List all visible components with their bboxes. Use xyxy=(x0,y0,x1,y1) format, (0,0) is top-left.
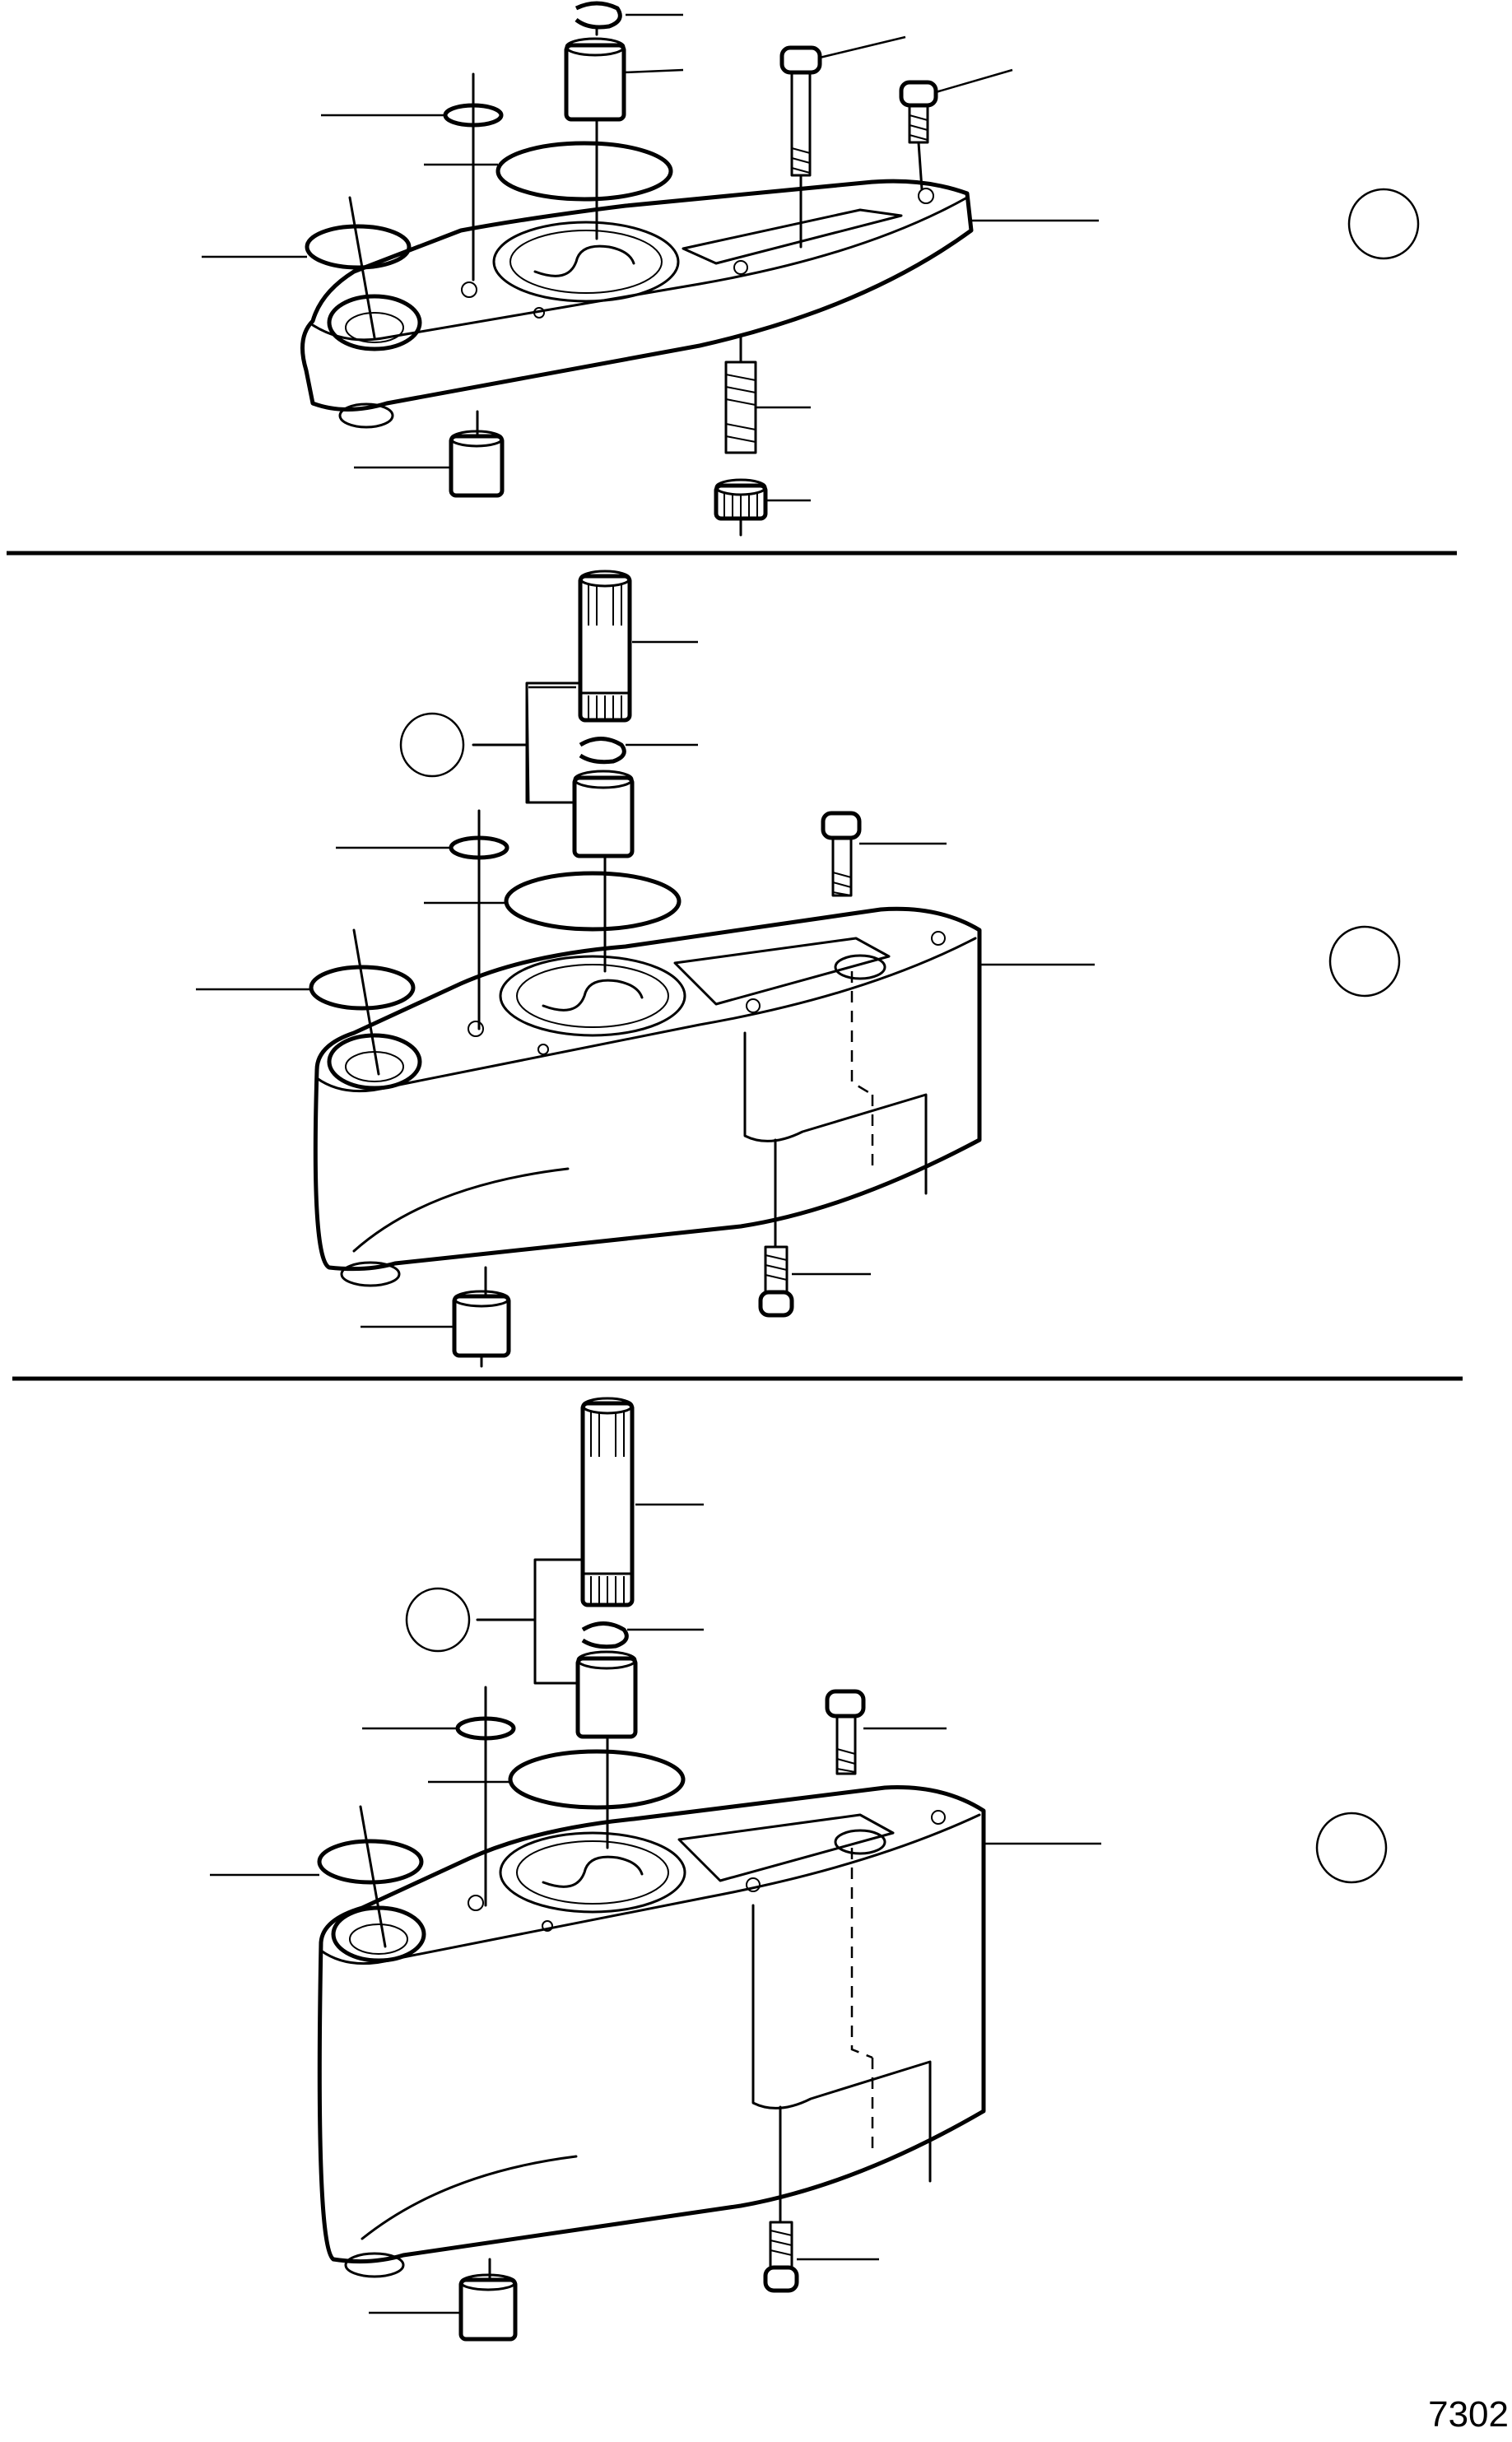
top-knurled-nut xyxy=(714,478,768,537)
bottom-splined-shaft xyxy=(580,1397,635,1607)
top-center-recess xyxy=(492,221,680,303)
top-screw-long xyxy=(779,45,822,249)
middle-callout-circle xyxy=(1328,925,1401,998)
middle-splined-shaft xyxy=(578,570,632,723)
bottom-lower-bushing xyxy=(458,2258,518,2342)
middle-lower-bushing xyxy=(452,1266,511,1368)
top-panel xyxy=(202,1,1420,537)
bottom-screw-upper xyxy=(825,1689,866,1775)
top-left-bore xyxy=(327,294,422,351)
middle-left-callout-circle xyxy=(399,712,465,778)
bottom-left-callout-circle xyxy=(405,1587,471,1653)
bottom-panel xyxy=(210,1397,1388,2342)
top-large-oring xyxy=(495,141,673,202)
middle-screw-lower xyxy=(758,1138,794,1318)
top-bushing xyxy=(564,43,626,122)
top-lower-bushing xyxy=(449,410,505,498)
top-stud xyxy=(724,336,757,454)
bottom-bushing xyxy=(575,1656,638,1739)
middle-panel xyxy=(196,570,1401,1368)
top-screw-short xyxy=(899,80,938,191)
middle-screw-upper xyxy=(821,811,862,897)
middle-bushing xyxy=(572,775,635,858)
top-left-oring xyxy=(305,224,412,270)
bottom-screw-lower xyxy=(763,2105,799,2293)
bottom-callout-circle xyxy=(1315,1812,1388,1884)
figure-number: 7302 xyxy=(1428,2394,1509,2435)
top-circlip xyxy=(575,1,622,30)
top-callout-circle xyxy=(1347,188,1420,260)
